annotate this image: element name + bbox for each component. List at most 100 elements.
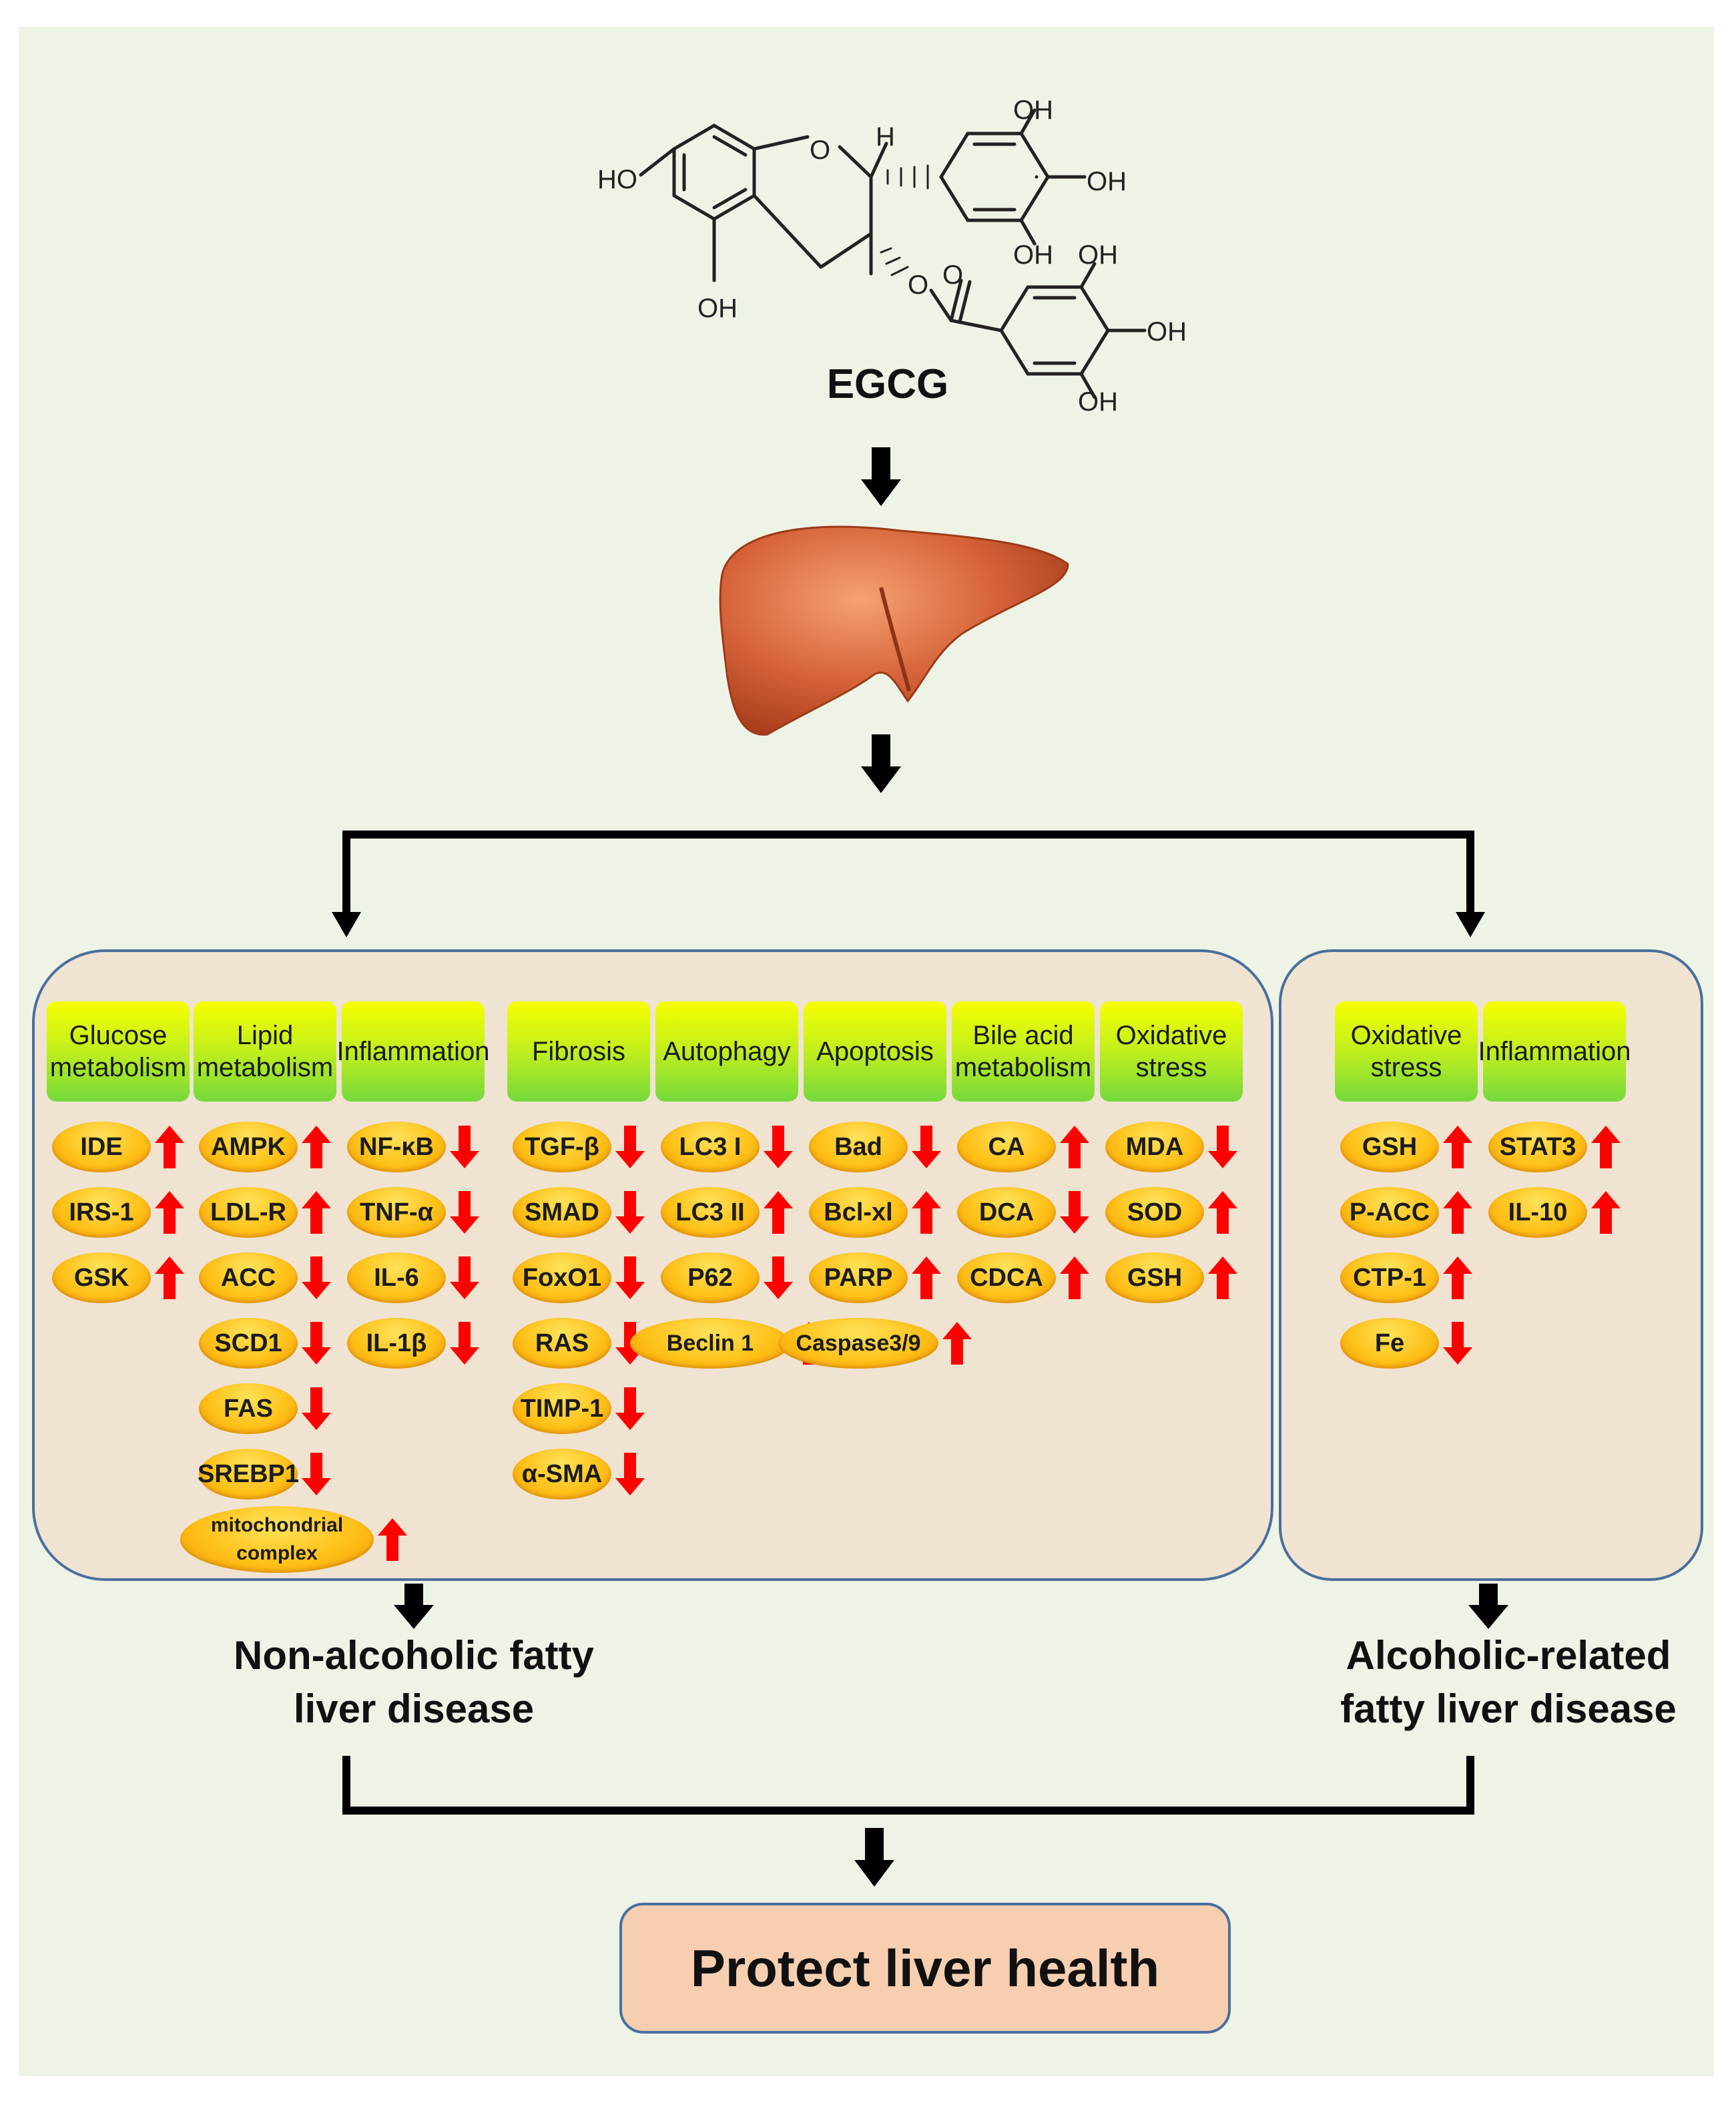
category-header: Bile acid metabolism (952, 1001, 1095, 1102)
category-header: Lipid metabolism (194, 1001, 336, 1102)
biomarker-pill: SCD1 (199, 1318, 298, 1369)
biomarker-pill: MDA (1105, 1122, 1204, 1172)
biomarker-pill: TIMP-1 (513, 1383, 611, 1434)
biomarker-pill: LC3 II (661, 1187, 760, 1238)
biomarker-pill: CA (957, 1122, 1056, 1172)
biomarker-pill: Fe (1340, 1318, 1439, 1369)
down-arrow-icon (615, 1256, 645, 1299)
biomarker-pill: GSK (52, 1252, 151, 1303)
down-arrow-icon (764, 1256, 793, 1299)
down-arrow-icon (302, 1256, 331, 1299)
down-arrow-icon (302, 1387, 331, 1430)
result-box: Protect liver health (619, 1903, 1231, 2034)
down-arrow-icon (615, 1126, 645, 1168)
biomarker-pill: SREBP1 (198, 1449, 299, 1499)
up-arrow-icon (1443, 1256, 1472, 1299)
biomarker-pill: Bad (809, 1122, 908, 1172)
biomarker-pill: TNF-α (347, 1187, 446, 1238)
biomarker-pill: P-ACC (1340, 1187, 1439, 1238)
up-arrow-icon (155, 1126, 184, 1168)
down-arrow-icon (615, 1453, 645, 1495)
up-arrow-icon (1591, 1126, 1621, 1168)
biomarker-pill: IL-10 (1488, 1187, 1587, 1238)
atom-oh-g-top: OH (1078, 240, 1118, 270)
liver-illustration (719, 525, 1069, 736)
atom-o-ring: O (810, 136, 830, 165)
category-header: Glucose metabolism (47, 1001, 190, 1102)
biomarker-pill: AMPK (199, 1122, 298, 1172)
egcg-structure: HO O H OH OH OH OH O O OH OH OH (597, 95, 1187, 417)
up-arrow-icon (942, 1322, 972, 1365)
up-arrow-icon (1591, 1191, 1621, 1234)
up-arrow-icon (378, 1518, 407, 1561)
category-header: Oxidative stress (1100, 1001, 1243, 1102)
afld-label: Alcoholic-related fatty liver disease (1340, 1633, 1677, 1731)
biomarker-pill: STAT3 (1488, 1122, 1587, 1172)
up-arrow-icon (912, 1256, 941, 1299)
up-arrow-icon (302, 1191, 331, 1234)
biomarker-pill: GSH (1105, 1252, 1204, 1303)
biomarker-pill: DCA (957, 1187, 1056, 1238)
category-header: Autophagy (655, 1001, 798, 1102)
biomarker-pill: GSH (1340, 1122, 1439, 1172)
down-arrow-icon (450, 1256, 479, 1299)
atom-oh-b-right: OH (1087, 167, 1127, 196)
down-arrow-icon (615, 1191, 645, 1234)
up-arrow-icon (912, 1191, 941, 1234)
biomarker-pill: α-SMA (513, 1449, 611, 1499)
down-arrow-icon (1443, 1322, 1472, 1365)
category-header: Inflammation (1478, 1001, 1631, 1102)
down-arrow-icon (302, 1322, 331, 1365)
biomarker-pill: CTP-1 (1340, 1252, 1439, 1303)
atom-oh-g-bottom: OH (1078, 387, 1118, 417)
down-arrow-icon (764, 1126, 793, 1168)
biomarker-pill: RAS (513, 1318, 611, 1369)
biomarker-pill: SMAD (513, 1187, 611, 1238)
biomarker-pill: LDL-R (199, 1187, 298, 1238)
biomarker-pill: Beclin 1 (630, 1318, 790, 1369)
up-arrow-icon (1443, 1191, 1472, 1234)
down-arrow-icon (912, 1126, 941, 1168)
biomarker-pill: PARP (809, 1252, 908, 1303)
biomarker-pill: FoxO1 (513, 1252, 611, 1303)
biomarker-pill: IDE (52, 1122, 151, 1172)
biomarker-pill: IRS-1 (52, 1187, 151, 1238)
atom-oh-b-bottom: OH (1013, 240, 1053, 270)
biomarker-pill: mitochondrial complex (180, 1506, 374, 1573)
atom-oh-b-top: OH (1013, 95, 1053, 125)
down-arrow-icon (1060, 1191, 1089, 1234)
up-arrow-icon (1208, 1191, 1237, 1234)
category-header: Apoptosis (804, 1001, 946, 1102)
down-arrow-icon (450, 1191, 479, 1234)
down-arrow-icon (1208, 1126, 1237, 1168)
up-arrow-icon (1060, 1256, 1089, 1299)
biomarker-pill: IL-1β (347, 1318, 446, 1369)
biomarker-pill: SOD (1105, 1187, 1204, 1238)
up-arrow-icon (764, 1191, 793, 1234)
down-arrow-icon (450, 1322, 479, 1365)
category-header: Inflammation (337, 1001, 490, 1102)
atom-o-ester: O (908, 270, 928, 300)
up-arrow-icon (1443, 1126, 1472, 1168)
up-arrow-icon (1060, 1126, 1089, 1168)
biomarker-pill: P62 (661, 1252, 760, 1303)
atom-o-carbonyl: O (942, 260, 963, 290)
down-arrow-icon (615, 1387, 645, 1430)
biomarker-pill: NF-κB (347, 1122, 446, 1172)
biomarker-pill: FAS (199, 1383, 298, 1434)
biomarker-pill: CDCA (957, 1252, 1056, 1303)
atom-h: H (876, 122, 895, 152)
down-arrow-icon (450, 1126, 479, 1168)
biomarker-pill: Caspase3/9 (778, 1318, 938, 1369)
atom-oh-g-right: OH (1147, 317, 1187, 346)
up-arrow-icon (155, 1191, 184, 1234)
category-header: Oxidative stress (1335, 1001, 1478, 1102)
biomarker-pill: IL-6 (347, 1252, 446, 1303)
atom-ho-left: HO (597, 165, 637, 194)
up-arrow-icon (302, 1126, 331, 1168)
category-header: Fibrosis (507, 1001, 650, 1102)
up-arrow-icon (1208, 1256, 1237, 1299)
down-arrow-icon (302, 1453, 331, 1495)
